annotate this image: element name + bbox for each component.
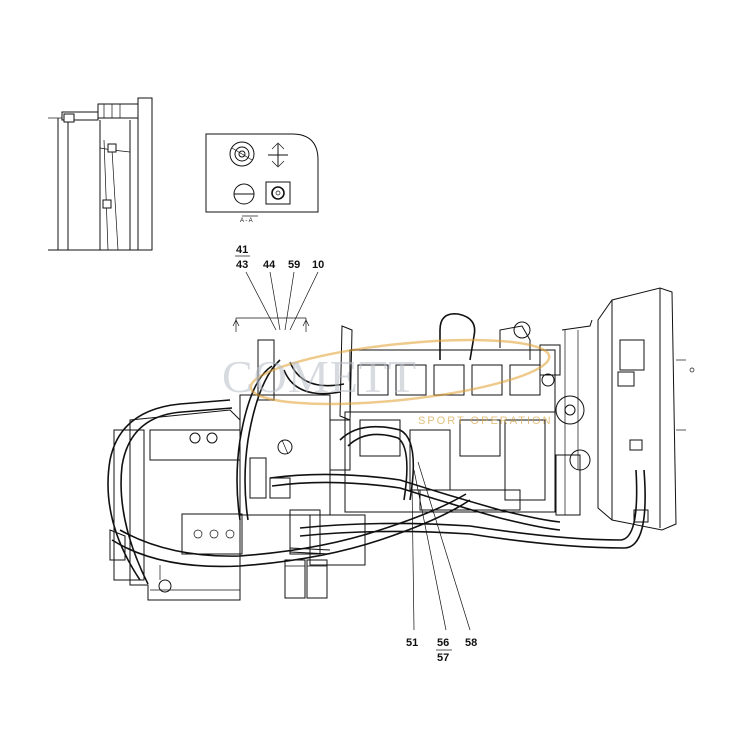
watermark-text: COMETT xyxy=(222,351,417,402)
bottom-callouts: 51 56 57 58 xyxy=(406,461,477,664)
warning-plate-detail: A - A xyxy=(205,133,319,224)
callout-57: 57 xyxy=(437,652,449,664)
coolant-icon xyxy=(268,142,288,168)
engine-body xyxy=(109,287,695,601)
top-callouts: 41 43 44 59 10 xyxy=(232,244,324,332)
callout-51: 51 xyxy=(406,637,418,649)
callout-44: 44 xyxy=(263,259,276,271)
engine-oil-icon xyxy=(229,141,255,167)
gear-icon xyxy=(265,181,291,205)
hoses xyxy=(107,359,646,585)
callout-59: 59 xyxy=(288,259,300,271)
callout-10: 10 xyxy=(312,259,324,271)
callout-56: 56 xyxy=(437,637,449,649)
fuel-cap-icon xyxy=(233,183,255,205)
callout-41: 41 xyxy=(236,244,248,256)
watermark-subtext: SPORT OPERATION xyxy=(418,415,553,427)
section-label: A - A xyxy=(240,218,253,224)
detail-view-section xyxy=(48,97,153,251)
watermark-logo: COMETT SPORT OPERATION xyxy=(222,338,553,427)
callout-43: 43 xyxy=(236,259,248,271)
callout-58: 58 xyxy=(465,637,477,649)
